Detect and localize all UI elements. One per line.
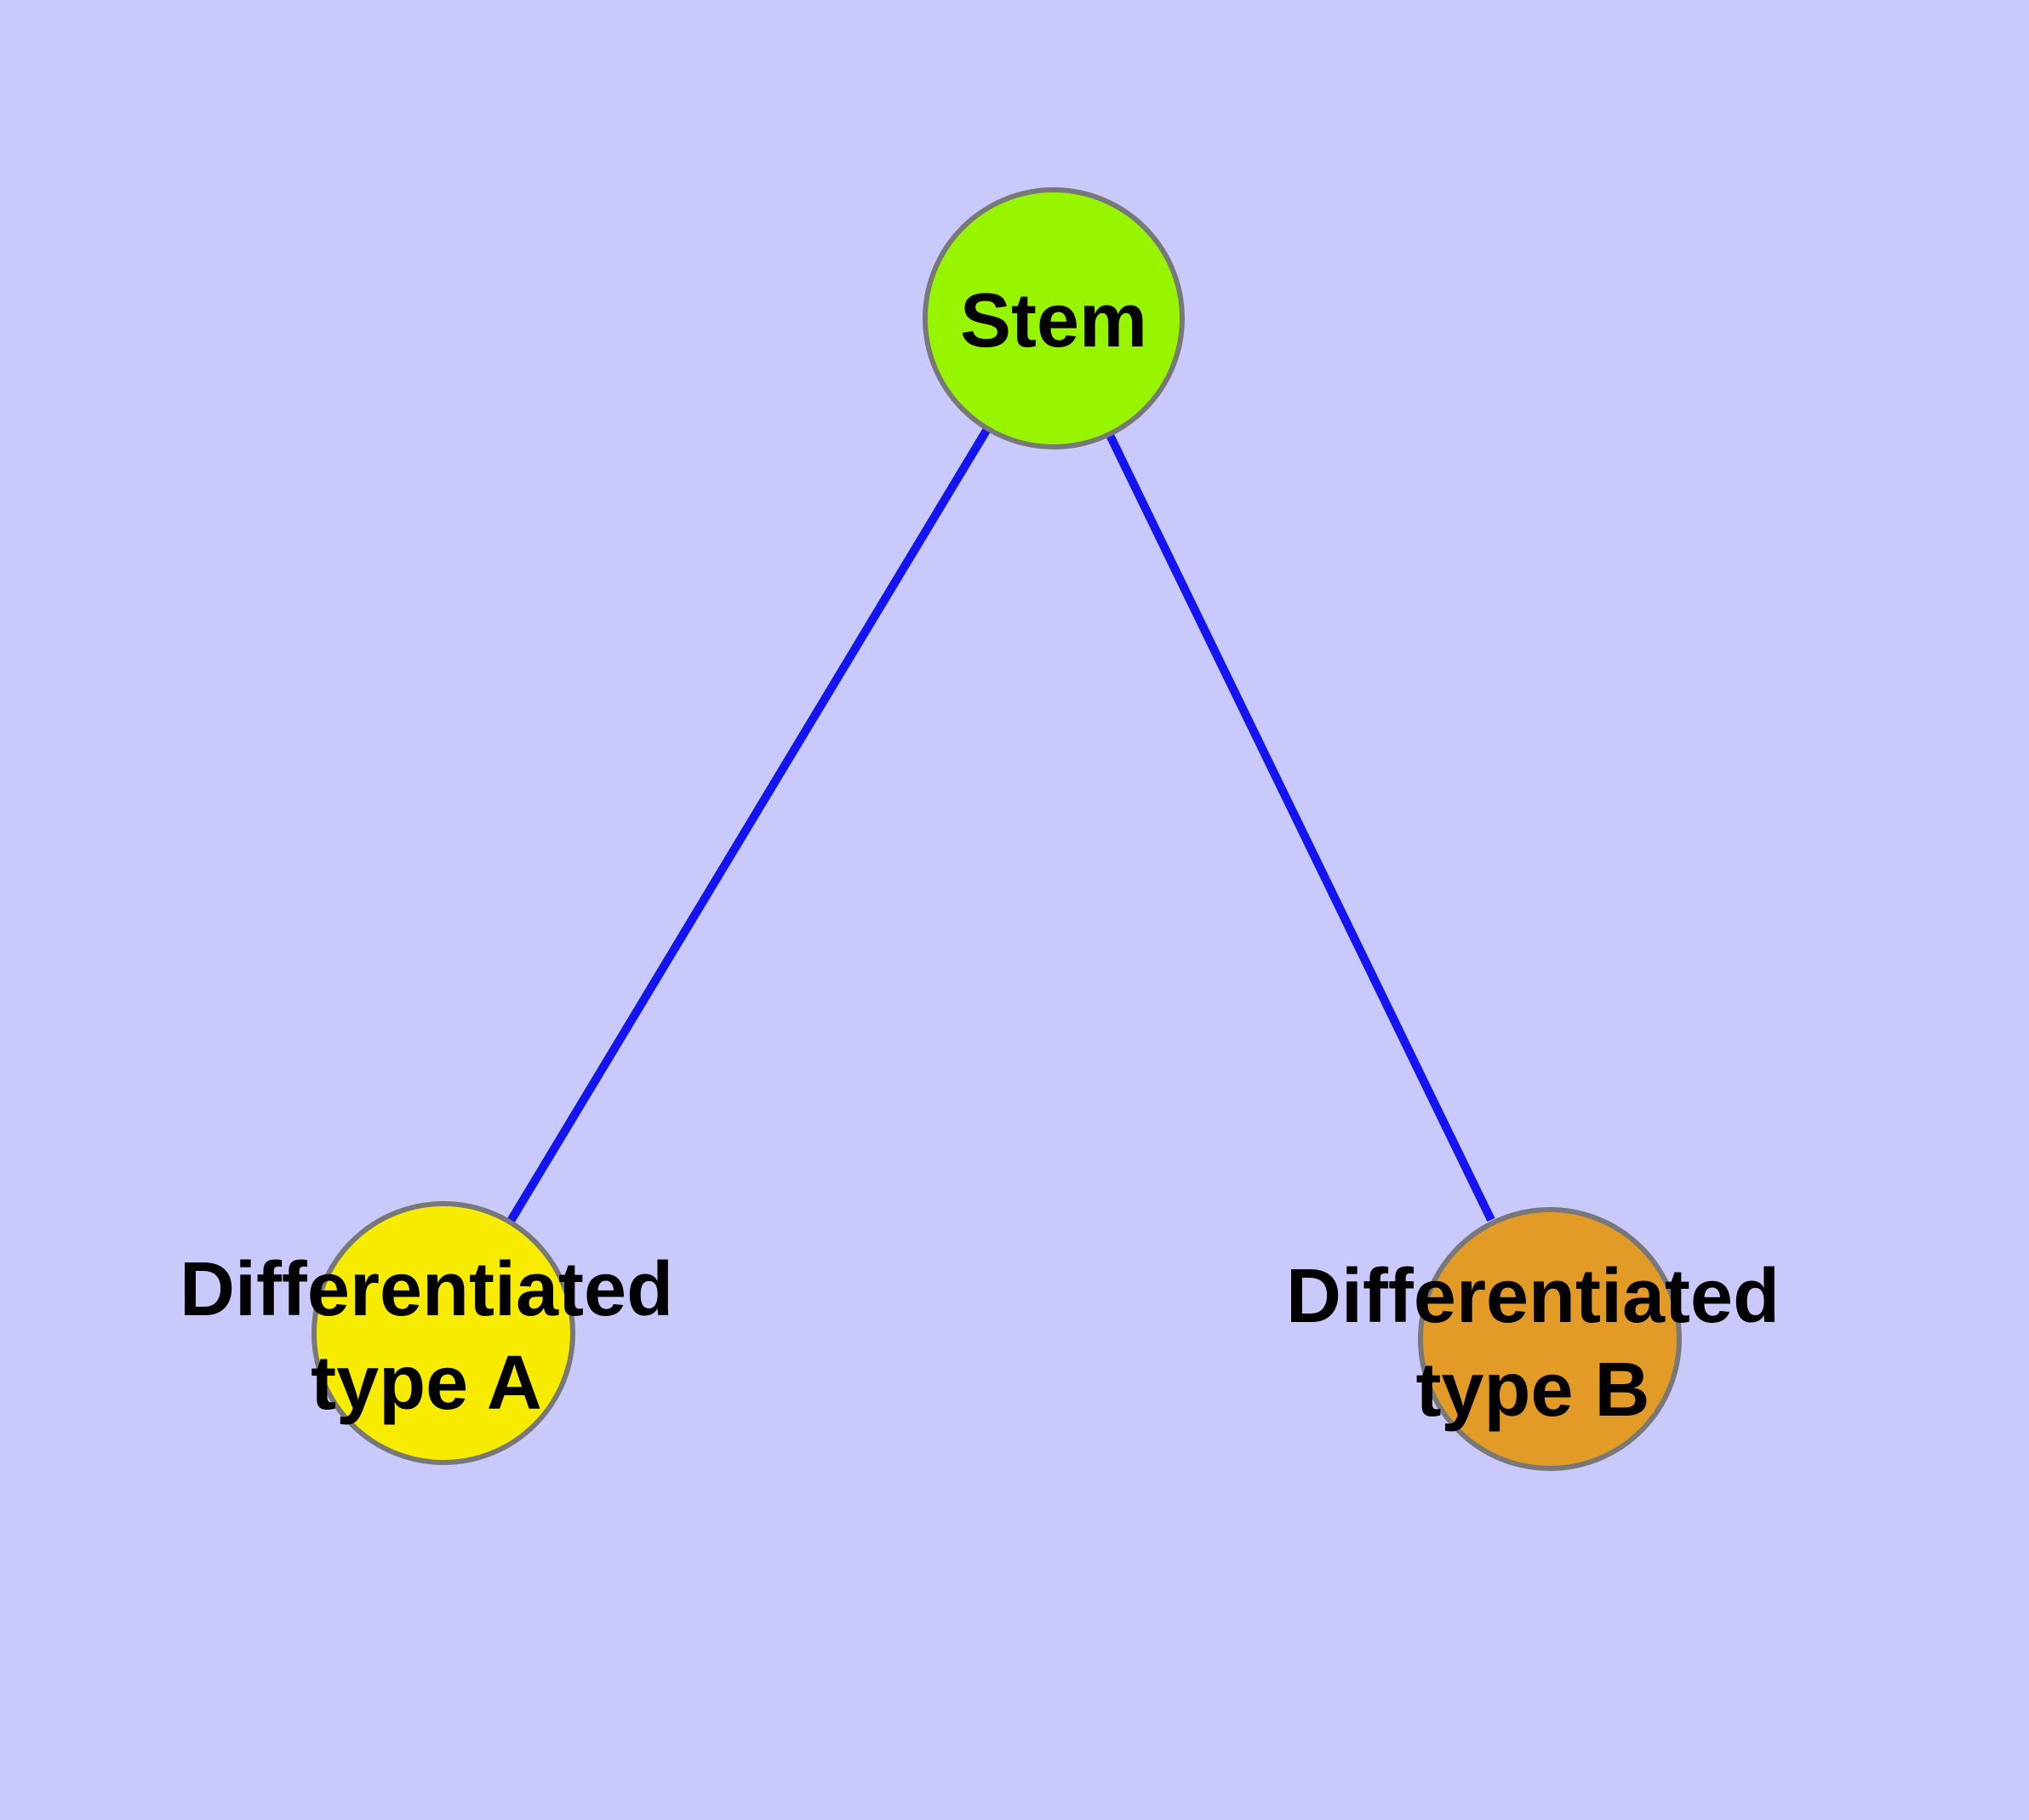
node-label-type-b-line1: Differentiated: [1285, 1254, 1780, 1339]
node-label-type-b: Differentiated type B: [1286, 1250, 1780, 1437]
node-label-type-a-line1: Differentiated: [179, 1247, 674, 1332]
node-label-type-b-line2: type B: [1415, 1348, 1650, 1433]
node-label-stem-text: Stem: [959, 278, 1148, 363]
edge-stem-to-type-a: [506, 426, 992, 1225]
edge-stem-to-type-b: [1105, 431, 1495, 1222]
node-circle-stem: [923, 187, 1185, 449]
node-circle-type-a: [311, 1201, 575, 1465]
node-label-type-a: Differentiated type A: [180, 1243, 673, 1430]
node-label-type-a-line2: type A: [311, 1341, 542, 1426]
node-label-stem: Stem: [960, 274, 1147, 368]
node-circle-type-b: [1418, 1207, 1682, 1471]
